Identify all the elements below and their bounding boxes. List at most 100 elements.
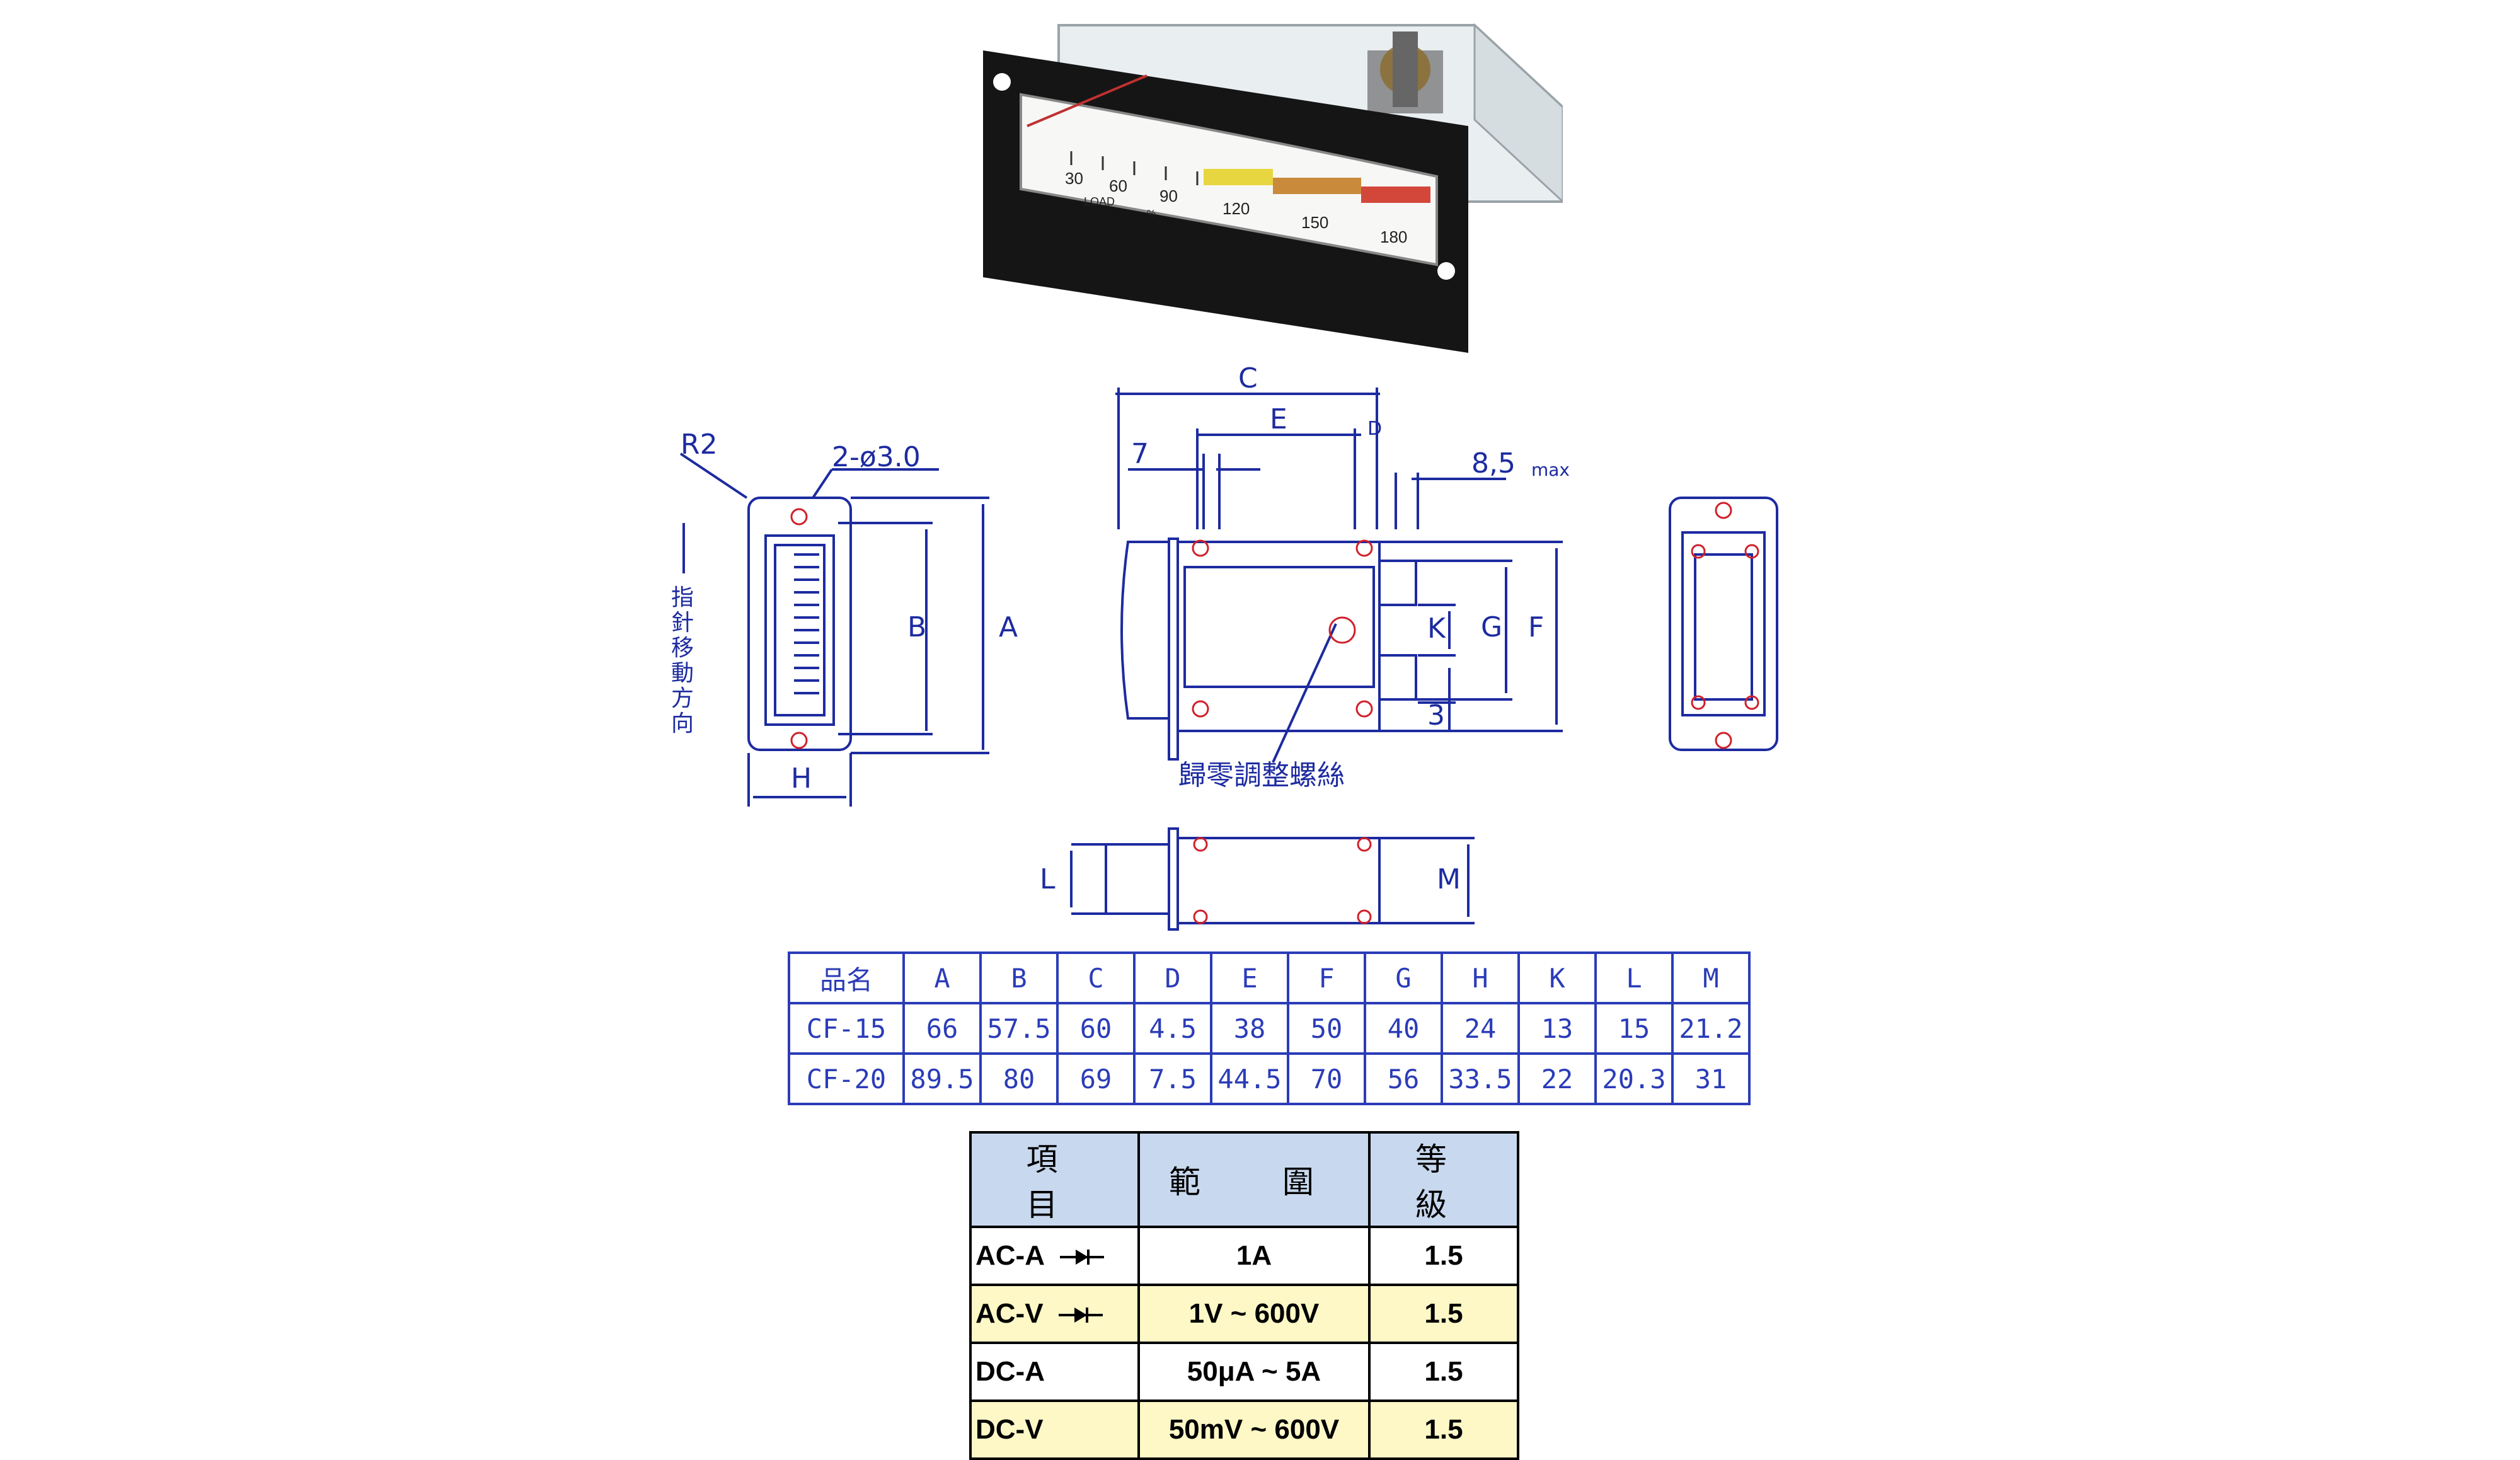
table-cell: 4.5 [1133, 1002, 1212, 1055]
header-cell: 品名 [788, 951, 905, 1004]
dimension-table: 品名 A B C D E F G H K L M CF-15 66 57.5 6… [788, 951, 1751, 1105]
dimension-label-l: L [1040, 863, 1056, 895]
table-cell: 70 [1287, 1052, 1366, 1105]
scale-number: 150 [1301, 213, 1328, 232]
header-cell: A [902, 951, 982, 1004]
header-cell: K [1517, 951, 1597, 1004]
front-view-frame [747, 497, 852, 751]
screw-icon [1355, 700, 1373, 718]
header-cell: E [1210, 951, 1289, 1004]
dimension-label-3: 3 [1427, 699, 1445, 732]
dimension-label-f: F [1528, 611, 1544, 643]
scale-number: 30 [1065, 169, 1083, 188]
front-view-window [764, 534, 835, 726]
scale-number: 60 [1109, 176, 1127, 195]
spec-grade-cell: 1.5 [1368, 1400, 1519, 1460]
table-cell: 21.2 [1671, 1002, 1751, 1055]
header-cell: M [1671, 951, 1751, 1004]
table-cell: 7.5 [1133, 1052, 1212, 1105]
mount-hole-icon [993, 73, 1011, 91]
table-row: CF-20 89.5 80 69 7.5 44.5 70 56 33.5 22 … [788, 1052, 1751, 1105]
side-view-bezel [1120, 541, 1170, 720]
dimension-label-b: B [907, 611, 926, 643]
dimension-drawings: 2-ø3.0 R2 A B H C E D 7 8,5 max F G K 3 … [671, 362, 1778, 931]
table-cell: 69 [1056, 1052, 1136, 1105]
header-cell: H [1441, 951, 1520, 1004]
direction-char: 方 [671, 686, 694, 711]
side-view-body [1177, 541, 1381, 732]
header-cell: G [1364, 951, 1443, 1004]
table-cell: 40 [1364, 1002, 1443, 1055]
direction-char: 向 [671, 711, 694, 737]
screw-icon [1355, 539, 1373, 557]
meter-needle [1027, 74, 1148, 127]
table-row: DC-V 50mV ~ 600V 1.5 [969, 1400, 1519, 1460]
table-cell: 22 [1517, 1052, 1597, 1105]
rear-view-frame [1669, 497, 1778, 751]
table-row: AC-V 1V ~ 600V 1.5 [969, 1284, 1519, 1344]
zero-adjust-screw-icon [1328, 616, 1356, 644]
table-cell: 15 [1594, 1002, 1674, 1055]
mount-hole-icon [1715, 732, 1732, 749]
table-row: CF-15 66 57.5 60 4.5 38 50 40 24 13 15 2… [788, 1002, 1751, 1055]
table-cell: 31 [1671, 1052, 1751, 1105]
spec-table: 項 目 範 圍 等 級 AC-A 1A 1.5 AC-V 1V ~ 600V 1… [969, 1131, 1519, 1460]
spec-item-cell: DC-A [969, 1342, 1140, 1402]
dimension-label-d: D [1367, 418, 1382, 440]
dimension-label-k: K [1427, 612, 1446, 645]
hole-label: 2-ø3.0 [832, 441, 921, 473]
spec-table-header: 項 目 範 圍 等 級 [969, 1131, 1519, 1228]
scale-number: 120 [1223, 199, 1250, 218]
yellow-band [1204, 169, 1273, 185]
dimension-label-h: H [791, 762, 812, 795]
max-dimension-label: 8,5 [1471, 447, 1516, 480]
bottom-view-body [1177, 837, 1381, 924]
table-cell: 33.5 [1441, 1052, 1520, 1105]
header-cell: C [1056, 951, 1136, 1004]
scale-unit: % [1147, 209, 1156, 219]
table-cell: 89.5 [902, 1052, 982, 1105]
table-cell: 56 [1364, 1052, 1443, 1105]
header-cell: D [1133, 951, 1212, 1004]
direction-char: 動 [671, 660, 694, 686]
spec-range-cell: 1A [1137, 1226, 1371, 1286]
mount-hole-icon [1437, 262, 1455, 280]
table-cell: 13 [1517, 1002, 1597, 1055]
header-cell: F [1287, 951, 1366, 1004]
dimension-label-e: E [1270, 403, 1287, 435]
mount-hole-icon [790, 732, 808, 749]
rectifier-icon [1059, 1250, 1104, 1265]
scale-caption: LOAD [1084, 195, 1115, 208]
dimension-label-c: C [1238, 362, 1258, 394]
spec-item-cell: DC-V [969, 1400, 1140, 1460]
dimension-label-a: A [999, 611, 1018, 643]
orange-band [1273, 178, 1361, 194]
header-cell: 範 圍 [1137, 1131, 1371, 1228]
table-cell: 66 [902, 1002, 982, 1055]
direction-char: 移 [671, 635, 694, 661]
header-cell: 等 級 [1368, 1131, 1519, 1228]
header-cell: B [979, 951, 1059, 1004]
mount-hole-icon [1715, 502, 1732, 519]
table-cell: CF-20 [788, 1052, 905, 1105]
spec-grade-cell: 1.5 [1368, 1284, 1519, 1344]
spec-item-cell: AC-A [969, 1226, 1140, 1286]
table-cell: 24 [1441, 1002, 1520, 1055]
max-suffix-label: max [1531, 459, 1570, 480]
spec-grade-cell: 1.5 [1368, 1342, 1519, 1402]
rectifier-icon [1058, 1308, 1103, 1323]
scale-number: 90 [1159, 187, 1178, 205]
meter-photo: 30 60 90 120 150 180 LOAD % [983, 23, 1563, 353]
direction-char: 指 [671, 585, 694, 611]
table-cell: 80 [979, 1052, 1059, 1105]
direction-char: 針 [671, 610, 694, 636]
table-cell: 57.5 [979, 1002, 1059, 1055]
table-row: AC-A 1A 1.5 [969, 1226, 1519, 1286]
spec-range-cell: 50μA ~ 5A [1137, 1342, 1371, 1402]
spec-range-cell: 50mV ~ 600V [1137, 1400, 1371, 1460]
table-row: DC-A 50μA ~ 5A 1.5 [969, 1342, 1519, 1402]
screw-icon [1192, 539, 1209, 557]
mount-hole-icon [790, 508, 808, 526]
scale-number: 180 [1380, 227, 1407, 246]
